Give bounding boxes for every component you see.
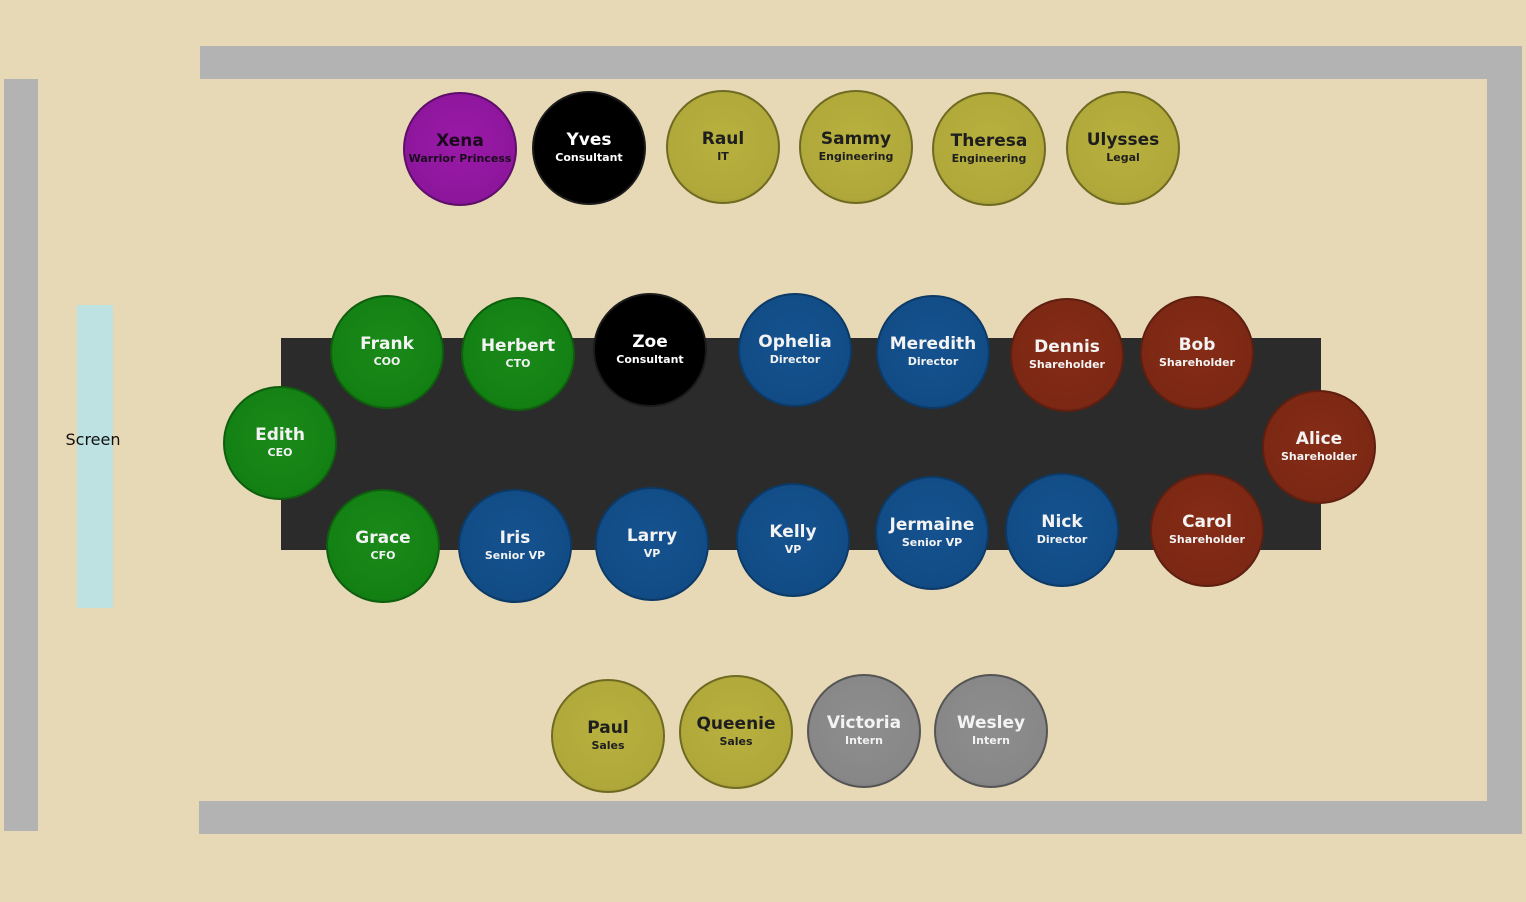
seat-role: VP [643,547,661,560]
seat-role: Consultant [616,353,684,366]
seat-name: Theresa [950,131,1028,151]
seat-name: Zoe [632,332,668,352]
seat-role: Intern [845,734,883,747]
seat-role: Sales [719,735,753,748]
seat-ophelia[interactable]: Ophelia Director [738,293,852,407]
seat-role: Shareholder [1159,356,1235,369]
seat-name: Bob [1178,335,1216,355]
seat-role: Engineering [818,150,894,163]
seat-name: Herbert [480,336,556,356]
seat-role: CTO [505,357,531,370]
seat-jermaine[interactable]: Jermaine Senior VP [875,476,989,590]
wall-left [4,79,38,831]
seat-name: Carol [1182,512,1232,532]
seat-nick[interactable]: Nick Director [1005,473,1119,587]
seat-role: Legal [1106,151,1140,164]
seat-alice[interactable]: Alice Shareholder [1262,390,1376,504]
seat-role: Consultant [555,151,623,164]
seat-role: Senior VP [484,549,546,562]
seat-victoria[interactable]: Victoria Intern [807,674,921,788]
seat-role: IT [717,150,729,163]
seat-herbert[interactable]: Herbert CTO [461,297,575,411]
wall-top [200,46,1522,79]
seat-name: Paul [587,718,629,738]
seat-name: Xena [436,131,484,151]
seat-frank[interactable]: Frank COO [330,295,444,409]
seat-name: Queenie [696,714,776,734]
seat-name: Yves [566,130,612,150]
seat-paul[interactable]: Paul Sales [551,679,665,793]
seat-name: Ulysses [1086,130,1160,150]
seat-name: Kelly [769,522,817,542]
seat-yves[interactable]: Yves Consultant [532,91,646,205]
screen-label: Screen [65,430,121,449]
seat-name: Grace [355,528,411,548]
seat-iris[interactable]: Iris Senior VP [458,489,572,603]
seat-sammy[interactable]: Sammy Engineering [799,90,913,204]
seat-carol[interactable]: Carol Shareholder [1150,473,1264,587]
seat-grace[interactable]: Grace CFO [326,489,440,603]
seat-name: Iris [499,528,531,548]
seat-role: Senior VP [901,536,963,549]
seat-zoe[interactable]: Zoe Consultant [593,293,707,407]
seat-role: Warrior Princess [408,152,512,165]
seat-name: Raul [701,129,745,149]
seat-name: Nick [1041,512,1083,532]
seat-bob[interactable]: Bob Shareholder [1140,296,1254,410]
seat-name: Dennis [1034,337,1100,357]
seat-meredith[interactable]: Meredith Director [876,295,990,409]
wall-right [1487,46,1522,833]
seat-name: Wesley [956,713,1026,733]
seat-name: Frank [360,334,414,354]
wall-bottom [199,801,1522,834]
seat-raul[interactable]: Raul IT [666,90,780,204]
seat-role: Shareholder [1029,358,1105,371]
seat-larry[interactable]: Larry VP [595,487,709,601]
seat-xena[interactable]: Xena Warrior Princess [403,92,517,206]
seat-role: Shareholder [1169,533,1245,546]
seat-ulysses[interactable]: Ulysses Legal [1066,91,1180,205]
seat-role: Director [769,353,821,366]
seat-queenie[interactable]: Queenie Sales [679,675,793,789]
seat-name: Sammy [820,129,892,149]
seat-dennis[interactable]: Dennis Shareholder [1010,298,1124,412]
seat-role: CEO [267,446,293,459]
seat-name: Edith [255,425,305,445]
seat-kelly[interactable]: Kelly VP [736,483,850,597]
seat-name: Alice [1295,429,1343,449]
seat-name: Victoria [826,713,902,733]
seat-theresa[interactable]: Theresa Engineering [932,92,1046,206]
seat-role: Intern [972,734,1010,747]
seat-edith[interactable]: Edith CEO [223,386,337,500]
seat-role: VP [784,543,802,556]
seat-role: Director [907,355,959,368]
seat-role: CFO [370,549,396,562]
seat-wesley[interactable]: Wesley Intern [934,674,1048,788]
seat-role: Director [1036,533,1088,546]
seat-role: Shareholder [1281,450,1357,463]
seat-role: COO [373,355,401,368]
seat-name: Ophelia [758,332,832,352]
seat-name: Meredith [889,334,977,354]
seat-role: Engineering [951,152,1027,165]
seat-role: Sales [591,739,625,752]
seat-name: Larry [626,526,678,546]
seat-name: Jermaine [889,515,975,535]
presentation-screen [77,305,113,608]
